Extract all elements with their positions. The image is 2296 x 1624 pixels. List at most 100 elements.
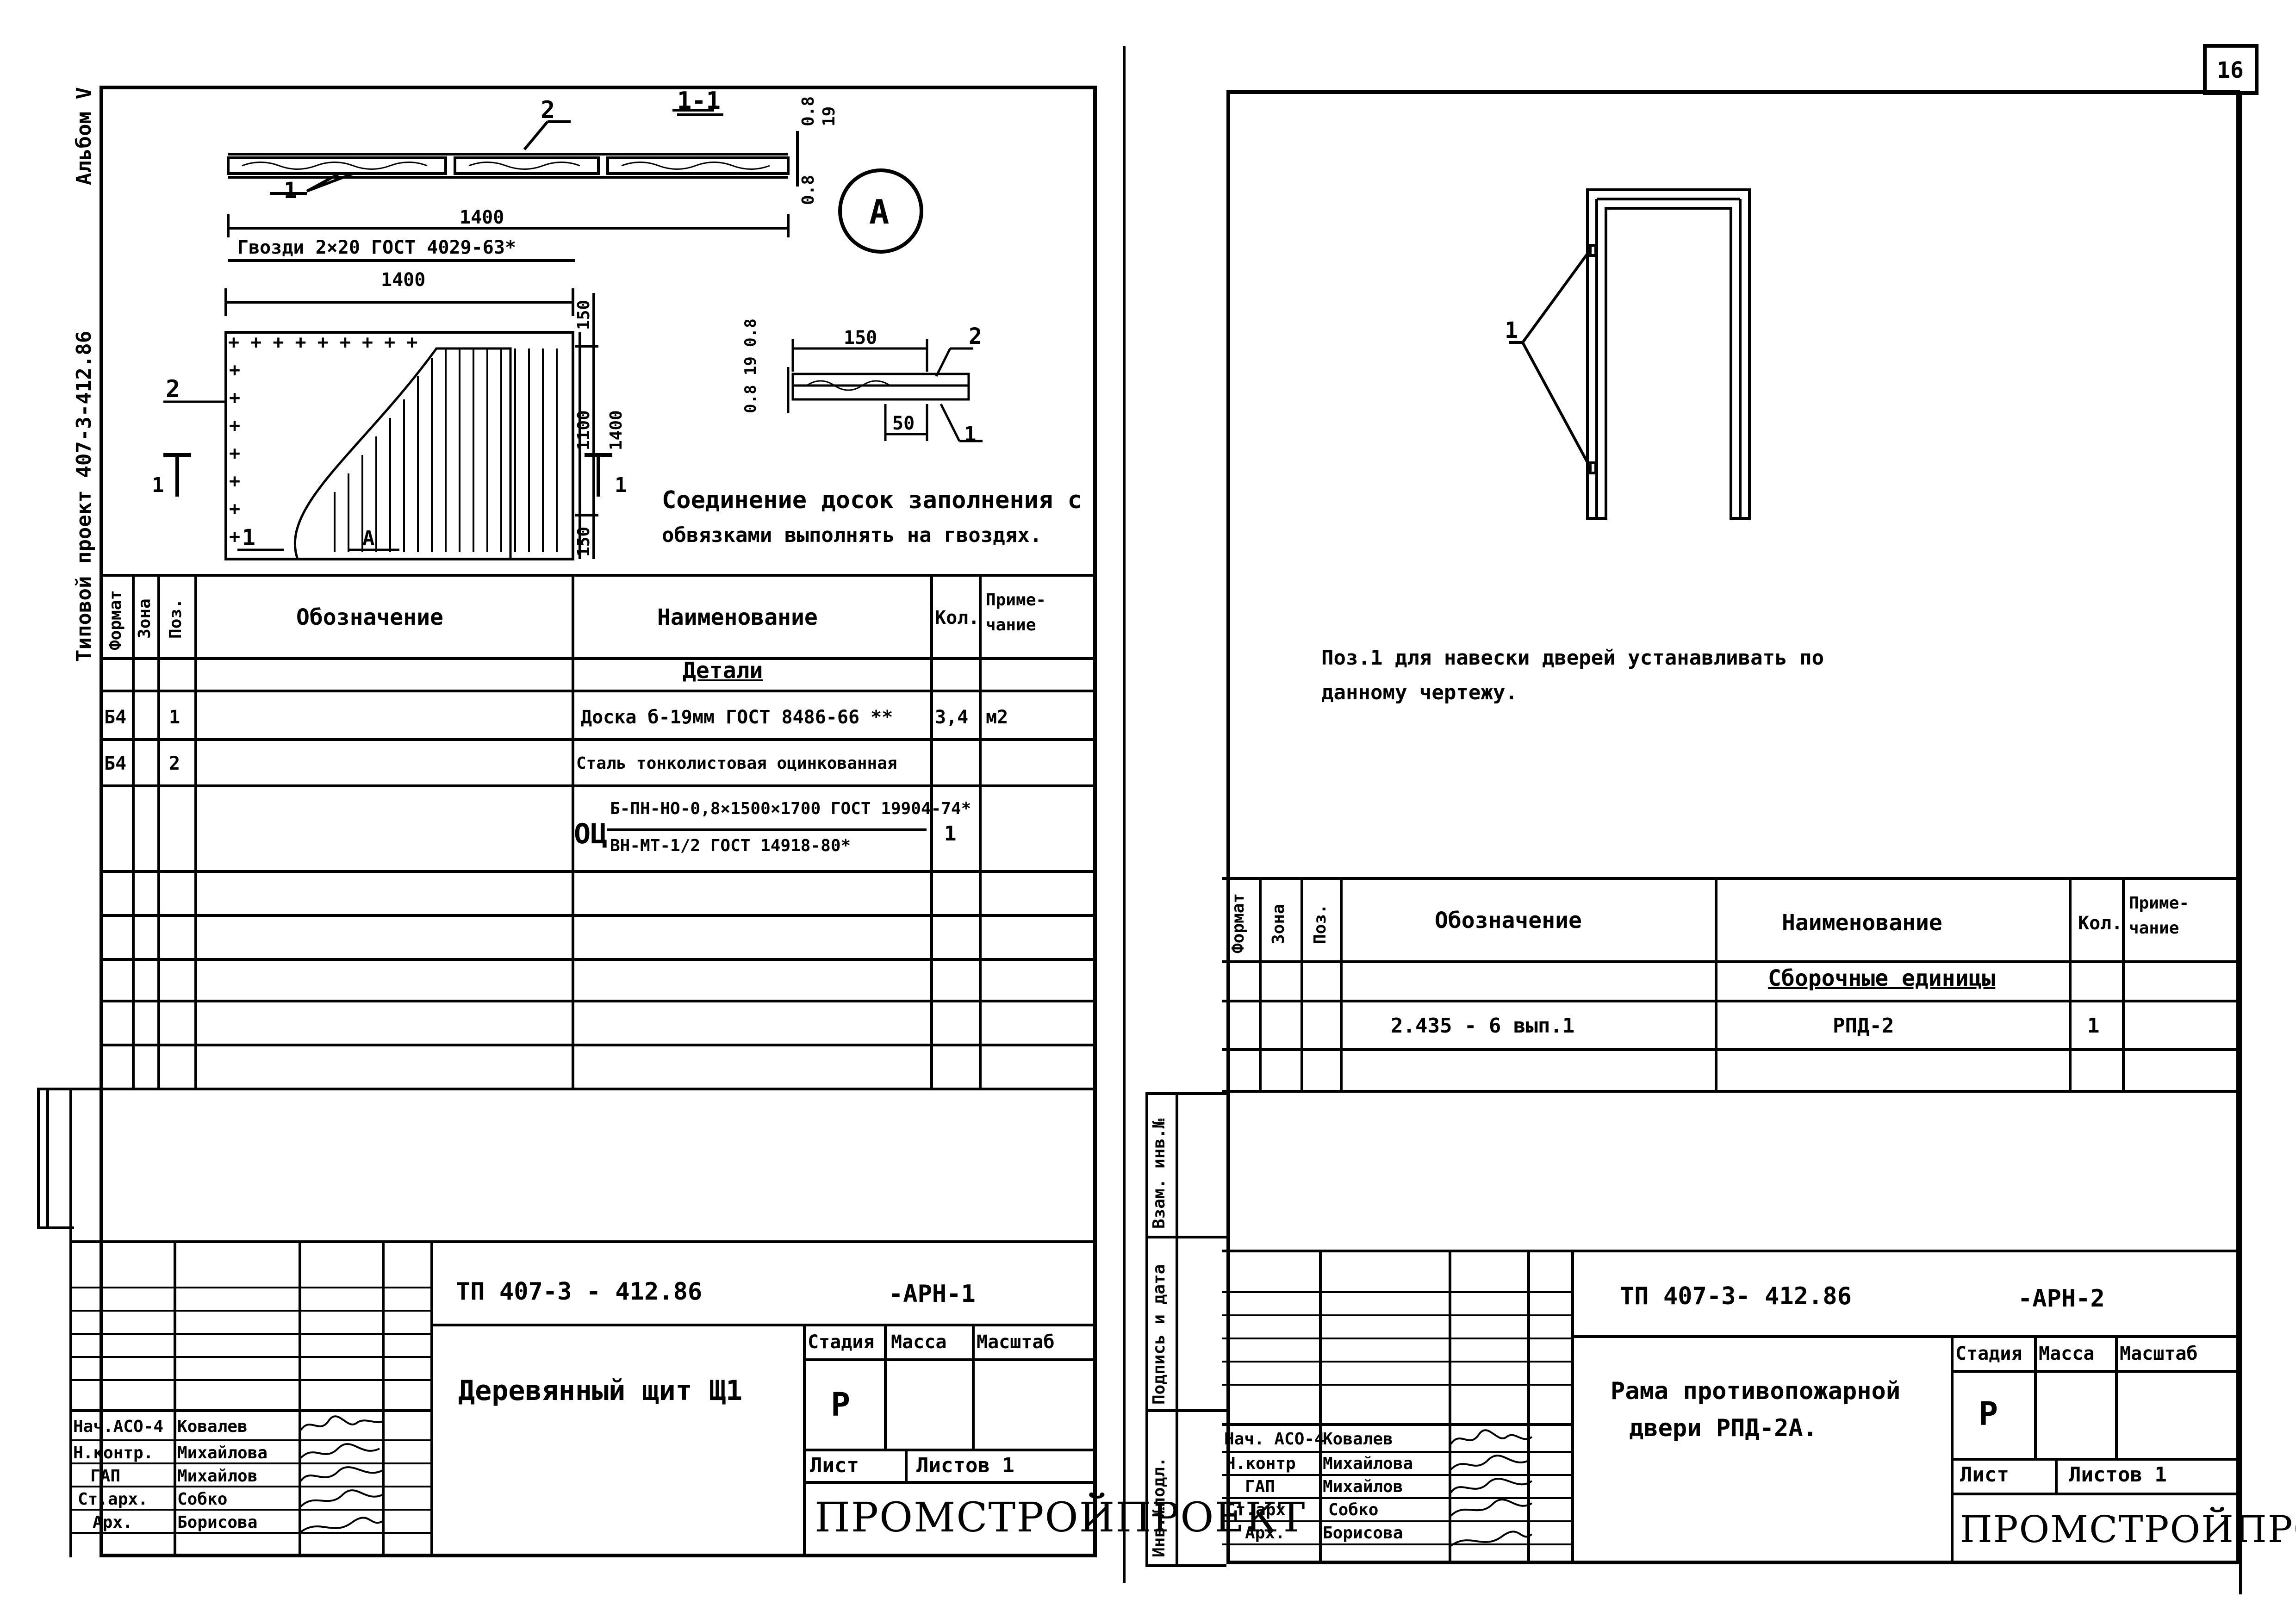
plan-dim-150-top: 150 xyxy=(574,300,593,330)
right-tb-role-2: ГАП xyxy=(1245,1477,1276,1496)
cut-mark-left-label: 1 xyxy=(152,473,164,497)
right-tb-role-0: Нач. АСО-4 xyxy=(1224,1430,1325,1449)
plan-dim-1400: 1400 xyxy=(381,269,425,291)
left-tb-scale-label: Масштаб xyxy=(977,1332,1055,1353)
right-tb-firm: ПРОМСТРОЙПРОЕКТ xyxy=(1960,1508,2296,1551)
left-tb-role-3: Ст.арх. xyxy=(78,1490,148,1509)
right-tb-scale-label: Масштаб xyxy=(2120,1343,2198,1364)
plan-label-a: A xyxy=(362,527,375,550)
circle-label-a: A xyxy=(869,193,889,231)
right-tb-title-line2: двери РПД-2А. xyxy=(1629,1414,1817,1442)
detail-a xyxy=(787,339,983,442)
svg-text:+: + xyxy=(229,360,240,381)
right-hdr-name: Наименование xyxy=(1782,910,1942,936)
left-tb-sheets-label: Листов 1 xyxy=(916,1454,1014,1477)
svg-text:+: + xyxy=(229,526,240,548)
left-tb-sheet-label: Лист xyxy=(810,1454,859,1477)
right-tb-top xyxy=(1222,1250,2240,1252)
right-spec-header-bottom xyxy=(1222,960,2240,963)
right-tb-stage-label: Стадия xyxy=(1955,1343,2022,1364)
cut-mark-right xyxy=(585,453,612,497)
cut-mark-left xyxy=(163,453,191,497)
left-tb-name-4: Борисова xyxy=(177,1513,258,1532)
left-tb-role-0: Нач.АСО-4 xyxy=(73,1417,164,1436)
right-tb-stage: Р xyxy=(1979,1395,1998,1433)
left-hdr-format: Формат xyxy=(106,590,125,650)
left-row1-qty: 3,4 xyxy=(935,707,969,728)
left-formula-prefix: ОЦ xyxy=(574,818,608,850)
right-tb-role-3: Ст.арх. xyxy=(1226,1500,1296,1519)
left-row2-pos: 2 xyxy=(169,753,180,774)
detail-label-1: 1 xyxy=(964,423,977,446)
left-hdr-note: Приме-чание xyxy=(986,591,1046,635)
label-2-section: 2 xyxy=(541,96,555,124)
plan-dim-1400-v: 1400 xyxy=(607,410,626,450)
left-tb-role-1: Н.контр. xyxy=(73,1444,154,1462)
right-tb-role-1: Н.контр xyxy=(1226,1454,1296,1473)
left-tb-firm: ПРОМСТРОЙПРОЕКТ xyxy=(815,1493,1306,1541)
section-boards xyxy=(227,109,799,237)
left-hdr-designation: Обозначение xyxy=(296,604,443,630)
left-tb-top xyxy=(69,1240,1097,1243)
right-tb-sheet-code: -АРН-2 xyxy=(2018,1285,2105,1313)
album-label: Альбом V xyxy=(72,87,96,185)
left-tb-role-4: Арх. xyxy=(93,1513,133,1532)
left-tb-name-0: Ковалев xyxy=(177,1417,248,1436)
nail-marks: + + + + + + + + + +++ +++ + xyxy=(228,332,417,548)
right-tb-name-3: Собко xyxy=(1328,1500,1379,1519)
left-formula-qty: 1 xyxy=(944,822,957,846)
left-signatures xyxy=(300,1415,385,1533)
right-tb-title-line1: Рама противопожарной xyxy=(1611,1377,1901,1405)
left-row1-note: м2 xyxy=(986,707,1008,728)
right-row-name: РПД-2 xyxy=(1833,1014,1894,1038)
left-tb-title: Деревянный щит Щ1 xyxy=(458,1375,743,1407)
right-drawing-frame: 1 xyxy=(1505,188,1751,520)
right-hdr-format: Формат xyxy=(1229,893,1248,953)
right-hdr-note: Приме-чание xyxy=(2129,894,2190,938)
section-label: 1-1 xyxy=(677,89,721,115)
page-number: 16 xyxy=(2217,57,2244,83)
detail-label-2: 2 xyxy=(969,324,982,349)
right-note-line1: Поз.1 для навески дверей устанавливать п… xyxy=(1321,646,1824,670)
detail-dims-left: 0.8 19 0.8 xyxy=(741,318,760,413)
nails-note: Гвозди 2×20 ГОСТ 4029-63* xyxy=(237,237,516,258)
detail-dim-150: 150 xyxy=(844,327,877,348)
left-tb-name-2: Михайлов xyxy=(177,1467,258,1486)
right-tb-name-1: Михайлова xyxy=(1323,1454,1413,1473)
left-tb-sheet-code: -АРН-1 xyxy=(889,1280,976,1308)
left-sheet-frame xyxy=(100,86,1097,1557)
left-formula-bottom: ВН-МТ-1/2 ГОСТ 14918-80* xyxy=(610,836,851,855)
right-tb-name-4: Борисова xyxy=(1323,1524,1403,1543)
right-hdr-designation: Обозначение xyxy=(1435,908,1582,933)
shield-plan xyxy=(224,288,598,560)
right-tb-code: ТП 407-3- 412.86 xyxy=(1620,1282,1852,1310)
dim-0-8-section: 0.8 xyxy=(799,96,818,126)
left-hdr-pos: Поз. xyxy=(166,598,185,639)
right-tb-name-0: Ковалев xyxy=(1323,1430,1393,1449)
right-side-inv: Инв.№подл. xyxy=(1150,1457,1169,1557)
left-tb-name-1: Михайлова xyxy=(177,1444,268,1462)
left-row2-name: Сталь тонколистовая оцинкованная xyxy=(576,754,897,773)
left-tb-name-3: Собко xyxy=(177,1490,228,1509)
left-spec-top xyxy=(100,574,1097,577)
left-tb-role-2: ГАП xyxy=(90,1467,121,1486)
dim-19-section: 19 xyxy=(820,106,839,126)
right-hdr-pos: Поз. xyxy=(1311,904,1330,944)
shield-hatch xyxy=(334,348,558,552)
right-tb-mass-label: Масса xyxy=(2039,1343,2095,1364)
right-edge-line xyxy=(2239,95,2242,1594)
left-note-line2: обвязками выполнять на гвоздях. xyxy=(662,523,1042,547)
left-tb-code: ТП 407-3 - 412.86 xyxy=(456,1278,703,1306)
cut-mark-right-label: 1 xyxy=(615,473,627,497)
right-tb-sheets-label: Листов 1 xyxy=(2069,1463,2167,1487)
left-row1-pos: 1 xyxy=(169,707,180,728)
right-tb-role-4: Арх. xyxy=(1245,1524,1285,1543)
left-tb-mass-label: Масса xyxy=(891,1332,947,1353)
dim-0-8-section-b: 0.8 xyxy=(799,175,818,205)
left-hdr-qty: Кол. xyxy=(935,607,980,628)
svg-text:+ + + + + + + + +: + + + + + + + + + xyxy=(228,332,417,353)
right-callout-1: 1 xyxy=(1505,317,1518,343)
right-spec-top xyxy=(1222,877,2240,880)
svg-text:+: + xyxy=(229,498,240,520)
left-row1-name: Доска б-19мм ГОСТ 8486-66 ** xyxy=(581,707,893,728)
